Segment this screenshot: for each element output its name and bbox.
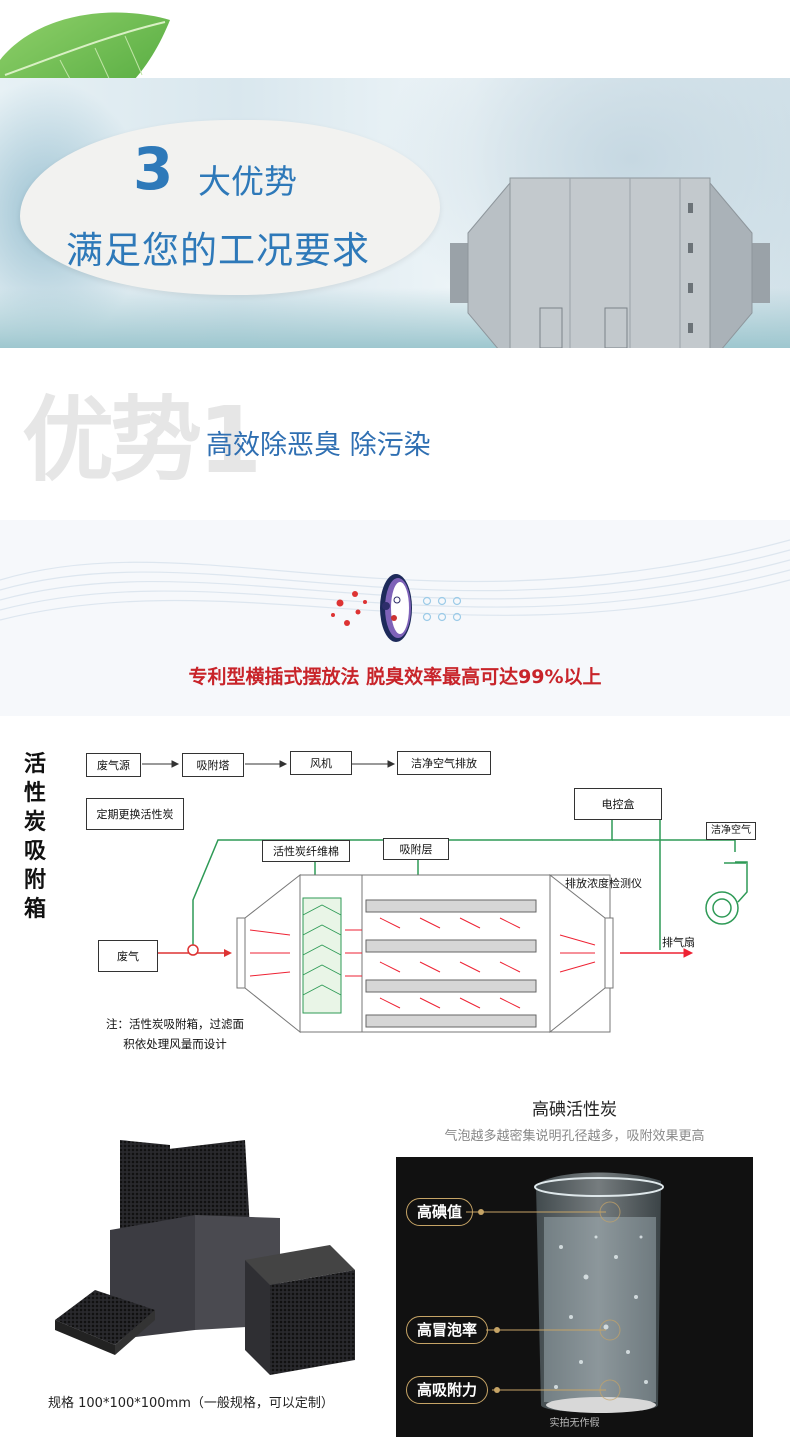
advantage-title: 大优势 xyxy=(198,162,297,201)
patent-statement: 专利型横插式摆放法 脱臭效率最高可达99%以上 xyxy=(188,666,602,688)
diagram-note: 注：活性炭吸附箱，过滤面 积依处理风量而设计 xyxy=(106,1017,244,1051)
wave-section xyxy=(0,520,790,716)
flow-diagram xyxy=(142,760,748,1034)
waste-gas-box: 废气 xyxy=(98,940,158,972)
exhaust-fan-label: 排气扇 xyxy=(662,936,695,949)
feature-high-bubble: 高冒泡率 xyxy=(406,1316,489,1344)
flow-box-clean-air: 洁净空气排放 xyxy=(397,751,491,775)
feature-dot-1 xyxy=(478,1209,484,1215)
carbon-spec: 规格 100*100*100mm（一般规格，可以定制） xyxy=(48,1396,334,1411)
diagram-side-title: 活 性 炭 吸 附 箱 xyxy=(23,752,46,922)
advantage1-watermark: 优势1 xyxy=(22,387,262,494)
title-bubble xyxy=(20,120,440,295)
control-box: 电控盒 xyxy=(574,788,662,820)
carbon-subtitle: 气泡越多越密集说明孔径越多，吸附效果更高 xyxy=(444,1129,705,1144)
beaker-image xyxy=(466,1172,664,1413)
adsorption-box-image xyxy=(450,177,770,348)
clean-air-box: 洁净空气 xyxy=(706,822,756,840)
flow-box-tower: 吸附塔 xyxy=(182,753,244,777)
advantage1-heading: 高效除恶臭 除污染 xyxy=(206,430,431,461)
feature-high-iodine: 高碘值 xyxy=(406,1198,474,1226)
detector-label: 排放浓度检测仪 xyxy=(565,877,642,890)
feature-high-adsorption: 高吸附力 xyxy=(406,1376,489,1404)
adsorption-layer-box: 吸附层 xyxy=(383,838,449,860)
wave-lines xyxy=(0,539,790,642)
flow-box-fan: 风机 xyxy=(290,751,352,775)
advantage-count: 3 xyxy=(133,135,174,203)
purifier-icon xyxy=(331,574,462,642)
honeycomb-carbon-image xyxy=(55,1140,355,1375)
replace-carbon-box: 定期更换活性炭 xyxy=(86,798,184,830)
hero-banner xyxy=(0,78,790,348)
carbon-title: 高碘活性炭 xyxy=(532,1100,617,1120)
photo-caption: 实拍无作假 xyxy=(549,1418,600,1429)
feature-dot-2 xyxy=(494,1327,500,1333)
fiber-cotton-box: 活性炭纤维棉 xyxy=(262,840,350,862)
bubble-test-photo: 高碘值 高冒泡率 高吸附力 实拍无作假 xyxy=(396,1157,753,1437)
banner-subtitle: 满足您的工况要求 xyxy=(66,229,370,272)
flow-box-source: 废气源 xyxy=(86,753,141,777)
feature-dot-3 xyxy=(494,1387,500,1393)
